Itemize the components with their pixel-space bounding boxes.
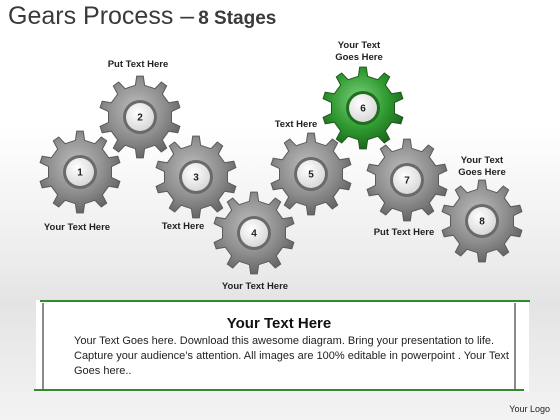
gear-1-hub (66, 158, 94, 186)
gear-8-hub (468, 207, 496, 235)
title-subtitle: 8 Stages (198, 8, 277, 29)
panel-border-left (42, 303, 44, 389)
gear-1-number: 1 (77, 168, 83, 179)
gear-6-number: 6 (360, 104, 366, 115)
panel-title: Your Text Here (226, 315, 332, 332)
panel-accent-line-top (40, 300, 530, 302)
page-title: Gears Process –8 Stages (8, 2, 276, 31)
gear-label-3: Text Here (161, 221, 205, 232)
gear-label-2: Put Text Here (107, 59, 169, 70)
gear-4: 4 (213, 191, 295, 275)
gear-3: 3 (155, 135, 237, 219)
gear-5-hub (297, 160, 325, 188)
panel-body-text: Your Text Goes here. Download this aweso… (74, 335, 509, 377)
gear-label-4: Your Text Here (221, 281, 289, 292)
gear-7-hub (393, 166, 421, 194)
gear-label-8: Your Text Goes Here (458, 155, 506, 178)
gear-label-5: Text Here (274, 119, 318, 130)
gear-7: 7 (366, 138, 448, 222)
gear-3-hub (182, 163, 210, 191)
gear-4-number: 4 (251, 229, 257, 240)
gear-7-number: 7 (404, 176, 410, 187)
gear-1: 1 (39, 130, 121, 214)
gears-diagram: 1 2 3 4 5 6 7 8 (39, 66, 523, 275)
gear-label-1: Your Text Here (43, 222, 111, 233)
gear-label-7: Put Text Here (373, 227, 435, 238)
gear-2: 2 (99, 75, 181, 159)
gear-6-hub (349, 94, 377, 122)
gear-8: 8 (441, 179, 523, 263)
gear-4-hub (240, 219, 268, 247)
gear-5-number: 5 (308, 170, 314, 181)
gear-3-number: 3 (193, 173, 199, 184)
gear-8-number: 8 (479, 217, 485, 228)
gear-2-number: 2 (137, 113, 143, 124)
text-panel (36, 300, 529, 392)
gear-5: 5 (270, 132, 352, 216)
panel-border-right (514, 303, 516, 389)
gear-6: 6 (322, 66, 404, 150)
logo-text: Your Logo (509, 404, 550, 414)
gear-label-6: Your Text Goes Here (335, 40, 383, 63)
title-main: Gears Process – (8, 2, 195, 30)
gear-2-hub (126, 103, 154, 131)
panel-accent-line-bottom (34, 389, 524, 391)
